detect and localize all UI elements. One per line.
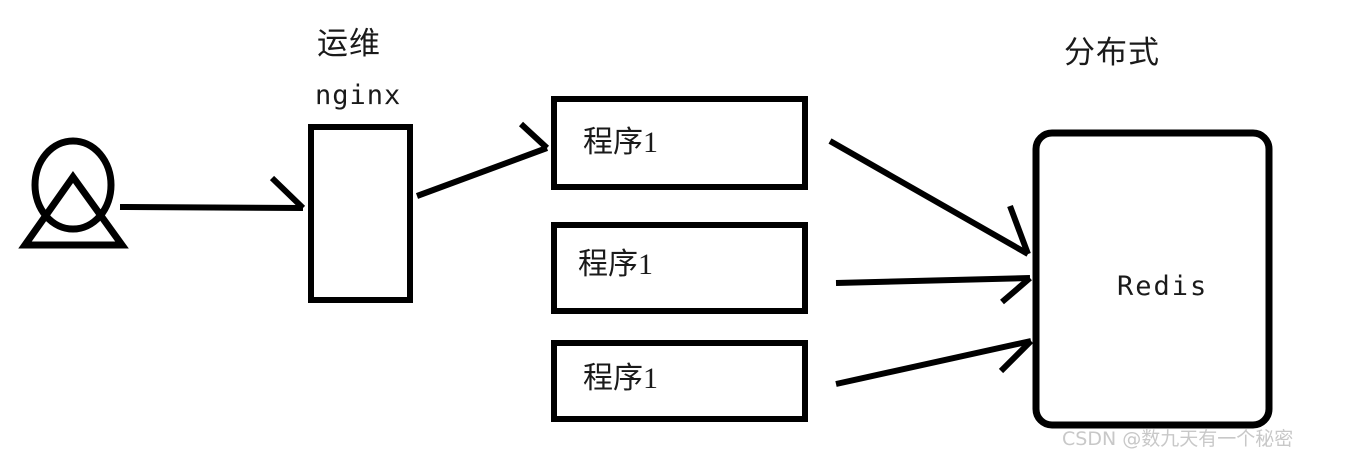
redis-role-label: 分布式: [1064, 35, 1160, 70]
app-node-box-1: [551, 96, 808, 190]
connector-nginx-to-app1: [415, 121, 550, 199]
nginx-name-label: nginx: [315, 80, 402, 111]
user-person-icon: [18, 137, 129, 249]
connector-app2-to-redis: [835, 275, 1032, 305]
connector-app1-to-redis: [828, 138, 1031, 257]
nginx-node-box: [308, 124, 413, 303]
csdn-watermark: CSDN @数九天有一个秘密: [1062, 428, 1294, 450]
app-box-3-label: 程序1: [583, 362, 658, 395]
connector-user-to-nginx: [119, 175, 306, 211]
nginx-role-label: 运维: [317, 26, 381, 61]
app-node-box-2: [551, 222, 808, 314]
app-box-2-label: 程序1: [578, 248, 653, 281]
redis-node-box: [1032, 129, 1273, 429]
connector-app3-to-redis: [835, 338, 1034, 387]
redis-box-label: Redis: [1117, 271, 1209, 302]
app-box-1-label: 程序1: [583, 126, 658, 159]
app-node-box-3: [551, 340, 808, 422]
